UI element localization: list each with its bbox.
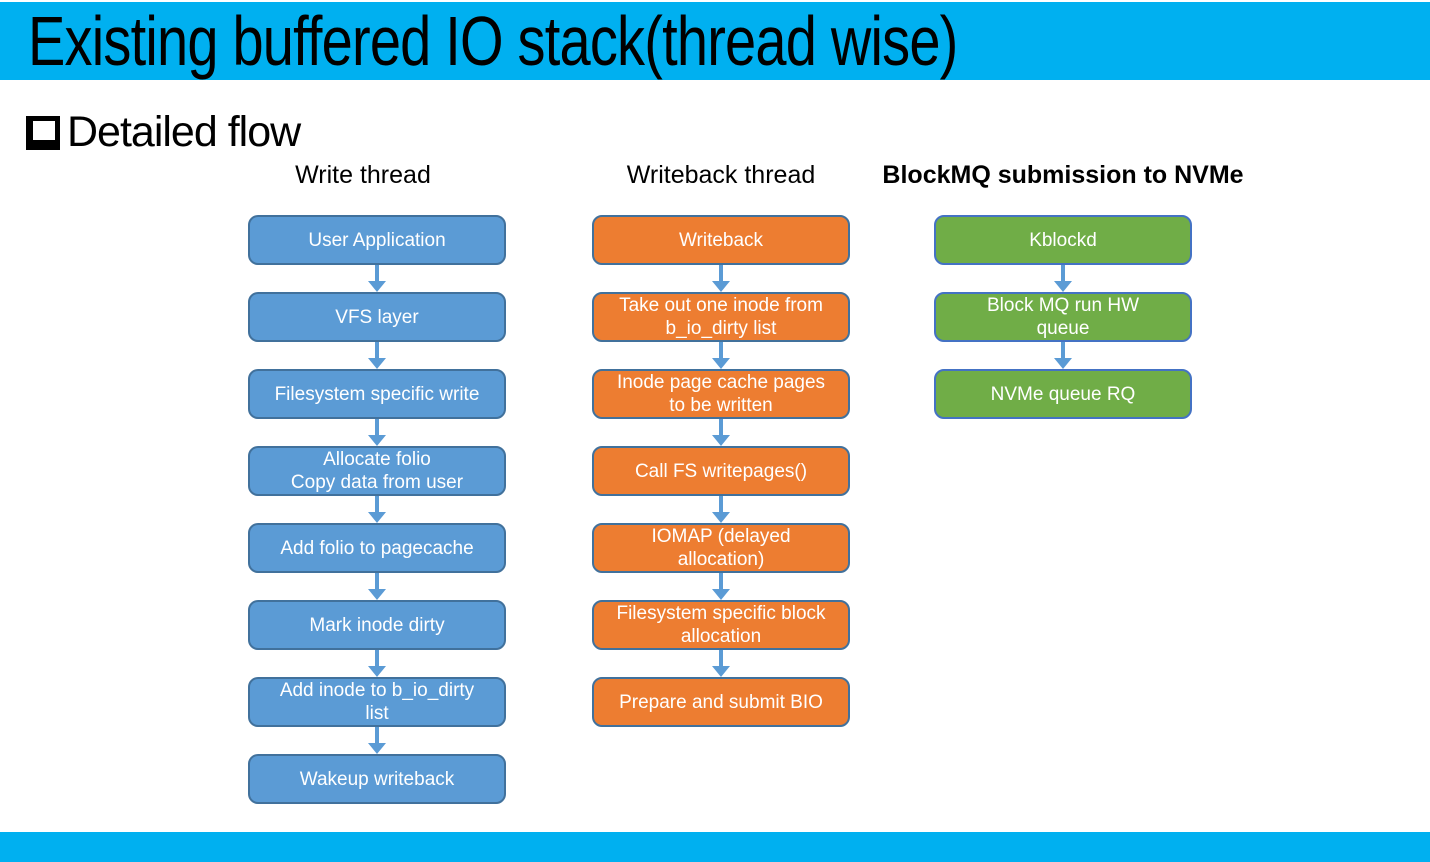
down-arrow-icon bbox=[248, 650, 506, 677]
down-arrow-icon bbox=[248, 419, 506, 446]
flow-box: Add folio to pagecache bbox=[248, 523, 506, 573]
flow-box: User Application bbox=[248, 215, 506, 265]
flow-column-writeback-thread: Writeback Take out one inode from b_io_d… bbox=[592, 215, 850, 727]
down-arrow-icon bbox=[248, 496, 506, 523]
flow-box: Allocate folio Copy data from user bbox=[248, 446, 506, 496]
arrow-shaft bbox=[719, 419, 723, 435]
flow-box: Filesystem specific write bbox=[248, 369, 506, 419]
arrow-head bbox=[712, 589, 730, 600]
flow-box: Writeback bbox=[592, 215, 850, 265]
arrow-head bbox=[712, 512, 730, 523]
arrow-shaft bbox=[1061, 265, 1065, 281]
arrow-shaft bbox=[375, 727, 379, 743]
down-arrow-icon bbox=[248, 342, 506, 369]
down-arrow-icon bbox=[592, 496, 850, 523]
arrow-head bbox=[1054, 358, 1072, 369]
arrow-shaft bbox=[719, 650, 723, 666]
arrow-head bbox=[368, 281, 386, 292]
flow-box: Mark inode dirty bbox=[248, 600, 506, 650]
flow-box: Wakeup writeback bbox=[248, 754, 506, 804]
flow-box: Take out one inode from b_io_dirty list bbox=[592, 292, 850, 342]
flow-box: Inode page cache pages to be written bbox=[592, 369, 850, 419]
arrow-head bbox=[368, 743, 386, 754]
footer-bar bbox=[0, 832, 1430, 862]
arrow-head bbox=[712, 281, 730, 292]
title-bar: Existing buffered IO stack(thread wise) bbox=[0, 2, 1430, 80]
section-heading-label: Detailed flow bbox=[67, 108, 301, 156]
square-bullet-icon bbox=[26, 116, 60, 150]
arrow-shaft bbox=[719, 265, 723, 281]
arrow-shaft bbox=[375, 419, 379, 435]
slide-title: Existing buffered IO stack(thread wise) bbox=[28, 2, 958, 80]
arrow-shaft bbox=[719, 496, 723, 512]
flow-box: IOMAP (delayed allocation) bbox=[592, 523, 850, 573]
flow-column-write-thread: User Application VFS layer Filesystem sp… bbox=[248, 215, 506, 804]
flow-box: Block MQ run HW queue bbox=[934, 292, 1192, 342]
down-arrow-icon bbox=[592, 419, 850, 446]
flow-box: Call FS writepages() bbox=[592, 446, 850, 496]
down-arrow-icon bbox=[248, 573, 506, 600]
down-arrow-icon bbox=[248, 727, 506, 754]
arrow-head bbox=[368, 435, 386, 446]
down-arrow-icon bbox=[248, 265, 506, 292]
arrow-head bbox=[712, 358, 730, 369]
column-header-blockmq-submission: BlockMQ submission to NVMe bbox=[882, 161, 1244, 189]
down-arrow-icon bbox=[592, 342, 850, 369]
arrow-head bbox=[368, 358, 386, 369]
down-arrow-icon bbox=[592, 573, 850, 600]
flow-box: VFS layer bbox=[248, 292, 506, 342]
flow-box: NVMe queue RQ bbox=[934, 369, 1192, 419]
arrow-shaft bbox=[375, 265, 379, 281]
down-arrow-icon bbox=[934, 342, 1192, 369]
column-header-write-thread: Write thread bbox=[295, 161, 431, 189]
arrow-head bbox=[712, 435, 730, 446]
flow-box: Kblockd bbox=[934, 215, 1192, 265]
arrow-shaft bbox=[719, 342, 723, 358]
arrow-head bbox=[368, 666, 386, 677]
arrow-head bbox=[712, 666, 730, 677]
down-arrow-icon bbox=[592, 265, 850, 292]
section-heading: Detailed flow bbox=[26, 108, 301, 156]
down-arrow-icon bbox=[592, 650, 850, 677]
flow-box: Add inode to b_io_dirty list bbox=[248, 677, 506, 727]
flow-box: Filesystem specific block allocation bbox=[592, 600, 850, 650]
down-arrow-icon bbox=[934, 265, 1192, 292]
arrow-shaft bbox=[375, 342, 379, 358]
arrow-shaft bbox=[375, 496, 379, 512]
arrow-shaft bbox=[375, 650, 379, 666]
arrow-shaft bbox=[719, 573, 723, 589]
arrow-head bbox=[1054, 281, 1072, 292]
flow-column-blockmq-submission: Kblockd Block MQ run HW queue NVMe queue… bbox=[934, 215, 1192, 419]
arrow-head bbox=[368, 589, 386, 600]
column-header-writeback-thread: Writeback thread bbox=[626, 161, 816, 189]
arrow-shaft bbox=[1061, 342, 1065, 358]
arrow-shaft bbox=[375, 573, 379, 589]
flow-box: Prepare and submit BIO bbox=[592, 677, 850, 727]
arrow-head bbox=[368, 512, 386, 523]
